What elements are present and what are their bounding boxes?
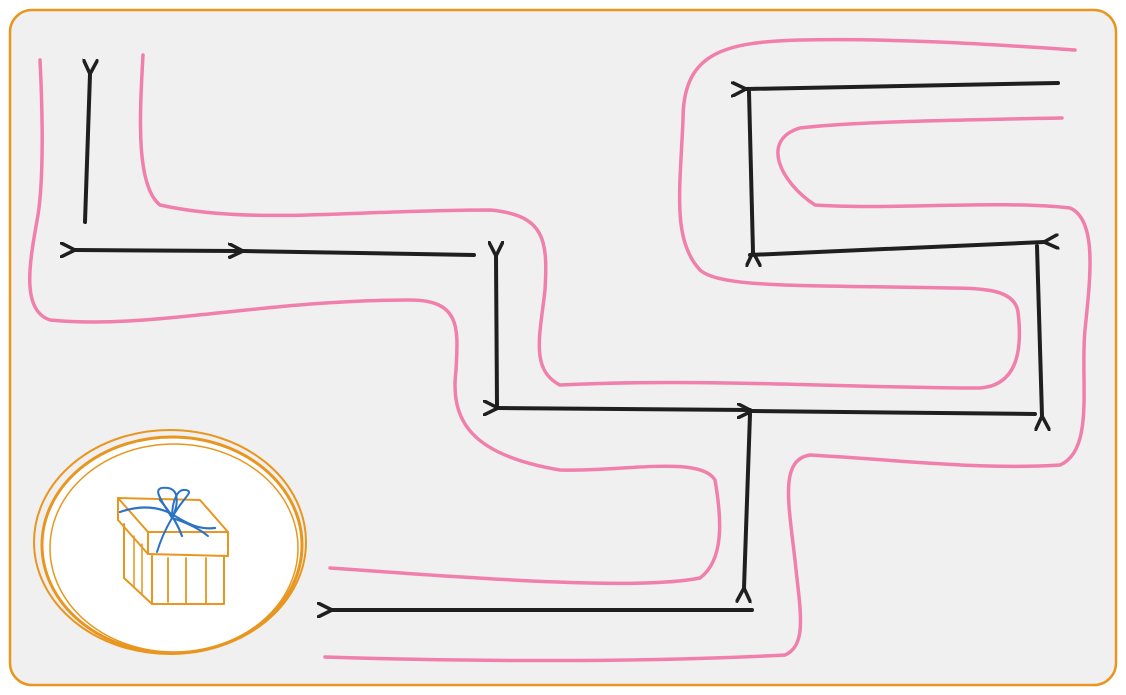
arrow-top-left-2	[75, 250, 239, 251]
arrow-top-left-up	[85, 74, 90, 224]
arrow-top-left-1	[243, 251, 476, 255]
goal-marker	[33, 429, 307, 655]
arrow-top-right-left	[746, 83, 1060, 89]
wall-outer-left	[28, 58, 722, 586]
arrow-right-down-2	[1037, 244, 1042, 416]
arrow-right-to-edge	[748, 242, 1044, 257]
arrow-right-down-1	[749, 90, 753, 252]
route-arrows	[75, 74, 1060, 610]
arrow-bottom-left-2	[498, 408, 752, 410]
wall-inner-top	[138, 37, 1077, 390]
arrow-bottom-left-1	[752, 411, 1037, 414]
maze-walls	[28, 37, 1092, 663]
arrow-middle-down	[744, 412, 750, 588]
wall-inner-right	[323, 116, 1092, 663]
arrow-middle-up	[496, 256, 497, 407]
gift-box-icon	[117, 486, 229, 605]
